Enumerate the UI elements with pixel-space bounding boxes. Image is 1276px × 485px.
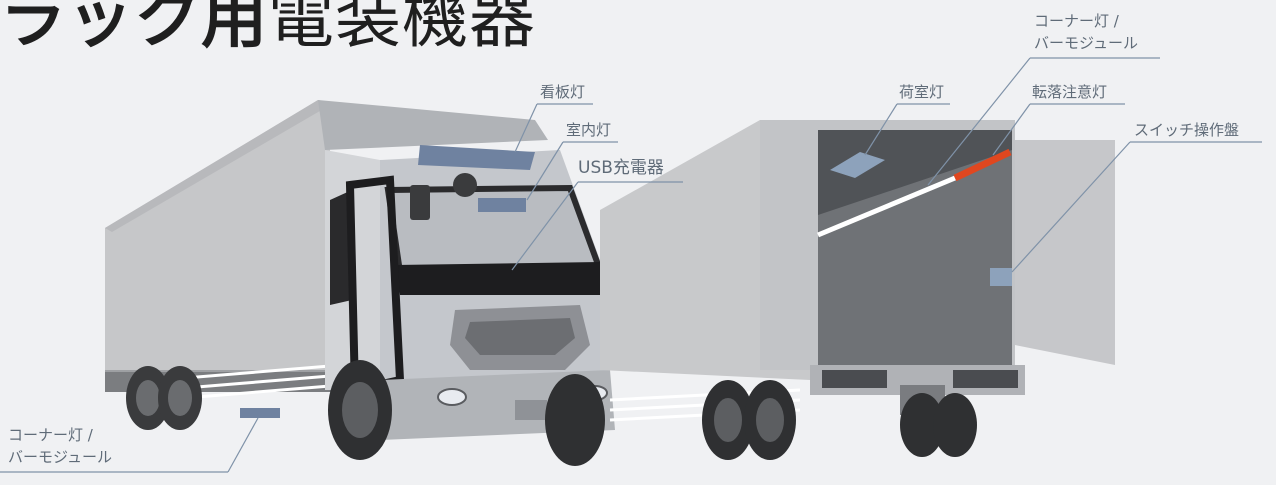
corner-light-bottom-line1: コーナー灯 / [8,426,93,444]
corner-light-top-line1: コーナー灯 / [1034,12,1119,30]
title-bold: ラック用 [0,0,268,57]
usb-charger-label: USB充電器 [578,158,664,178]
corner-light-bottom-label: コーナー灯 / バーモジュール [8,424,112,468]
corner-light-top-line2: バーモジュール [1034,34,1138,52]
corner-light-bottom-line2: バーモジュール [8,448,112,466]
cargo-light-label: 荷室灯 [899,83,945,101]
interior-light-label: 室内灯 [566,121,612,139]
switch-panel-label: スイッチ操作盤 [1134,121,1240,139]
signboard-light-label: 看板灯 [540,83,586,101]
title-light: 電装機器 [268,0,536,57]
fall-warning-light-label: 転落注意灯 [1032,83,1108,101]
corner-light-top-label: コーナー灯 / バーモジュール [1034,10,1138,54]
page-title: ラック用電装機器 [0,0,536,52]
